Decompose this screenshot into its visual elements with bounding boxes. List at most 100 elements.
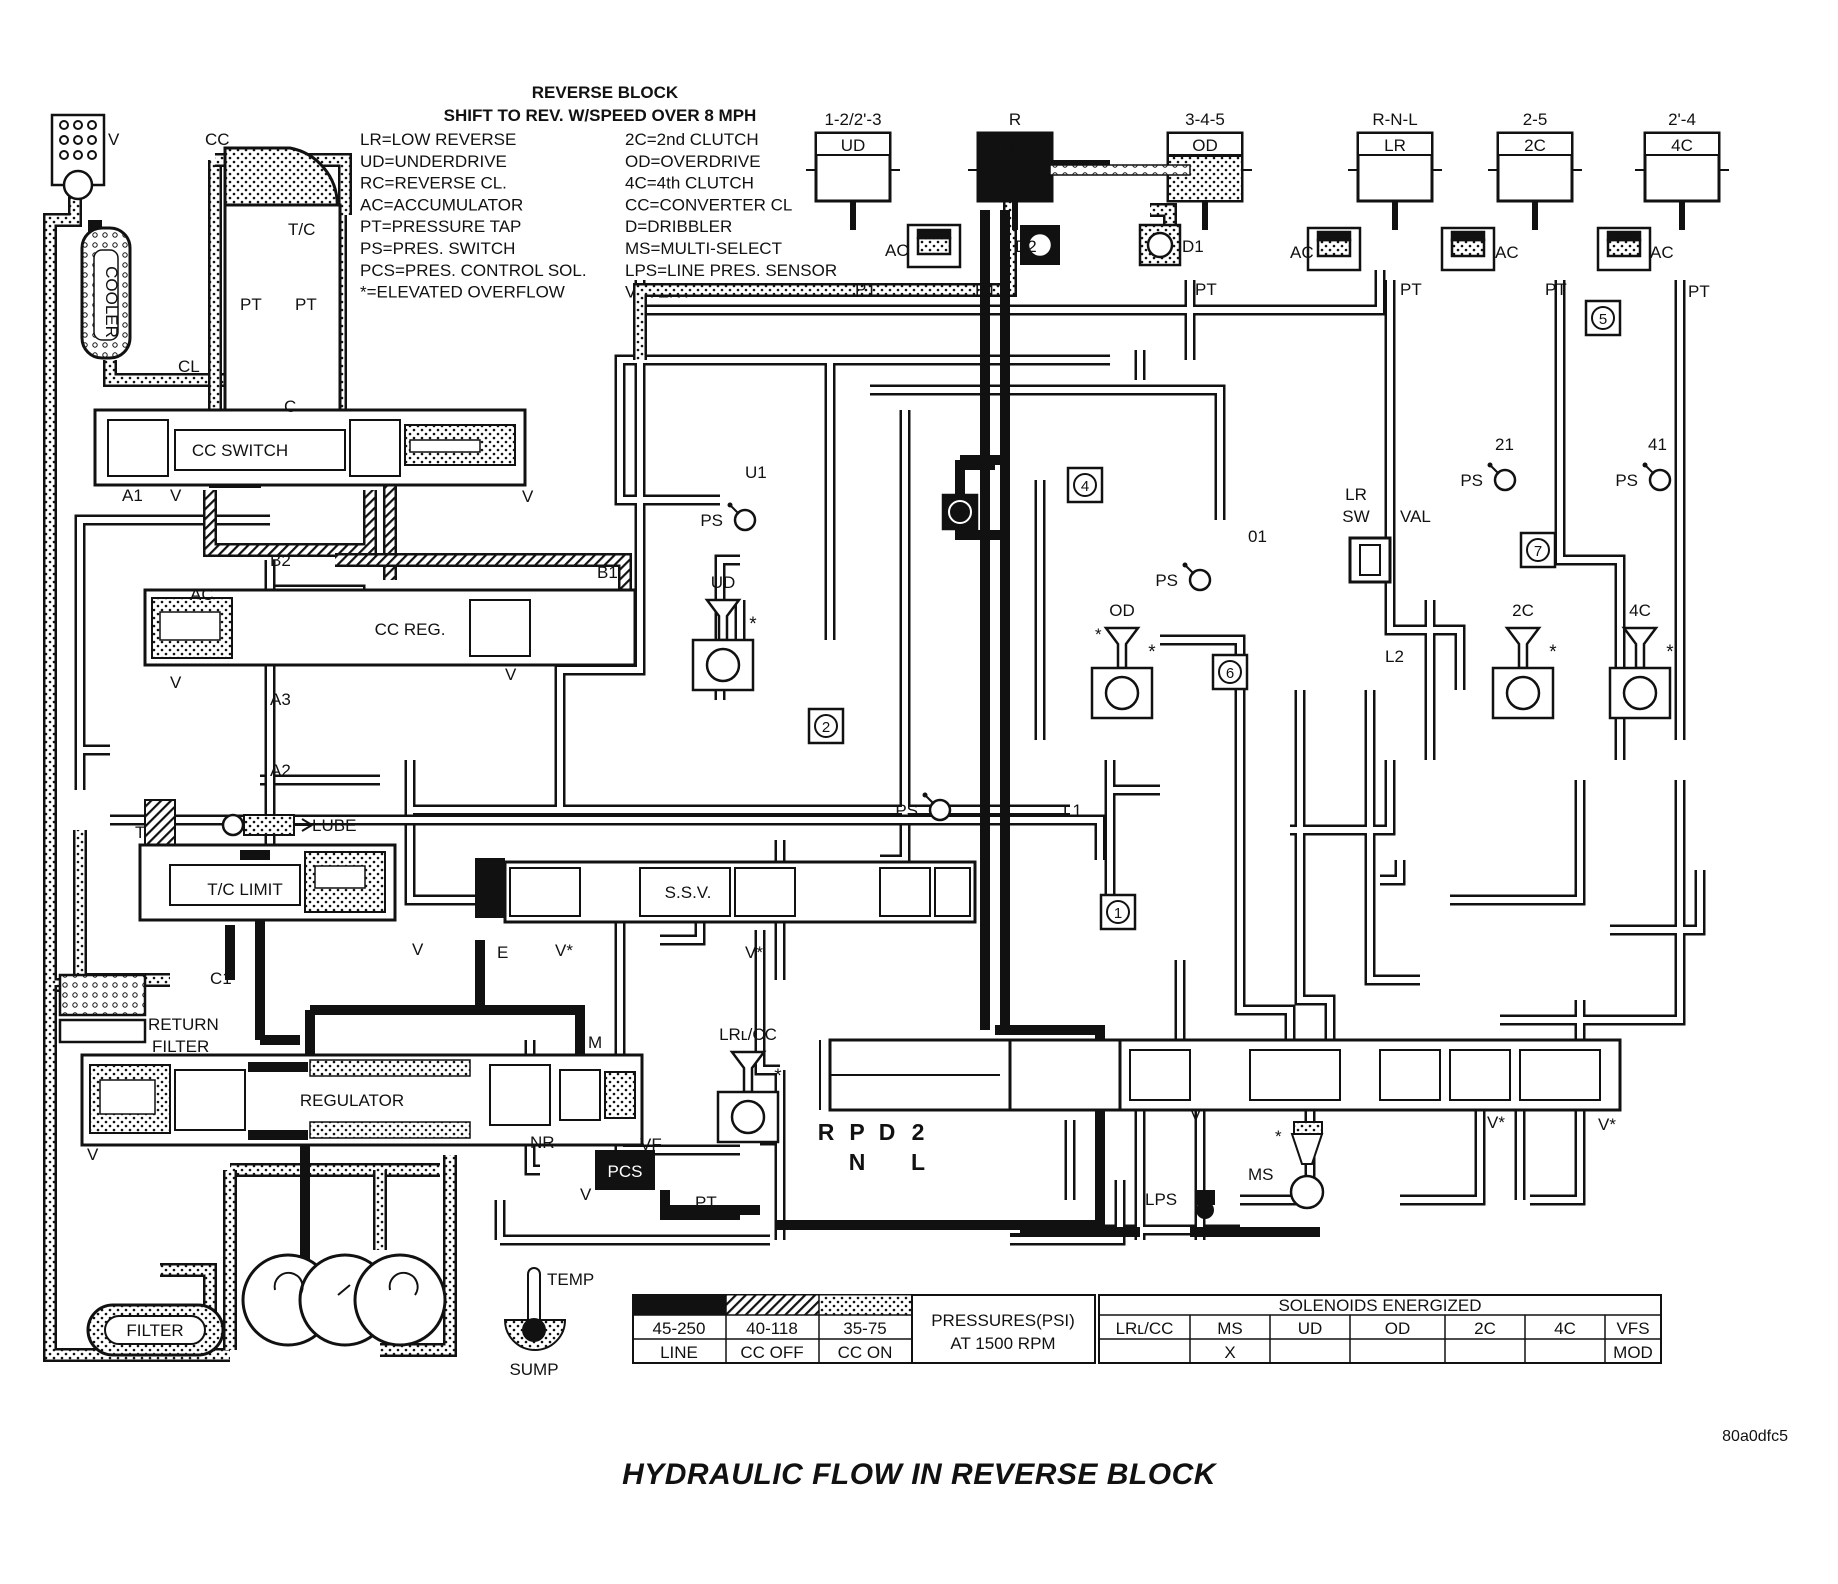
abbreviation-item: 2C=2nd CLUTCH bbox=[625, 130, 759, 149]
pressure-name: LINE bbox=[660, 1343, 698, 1362]
legend-subtitle: SHIFT TO REV. W/SPEED OVER 8 MPH bbox=[444, 106, 757, 125]
overflow-star: * bbox=[1666, 642, 1674, 663]
solenoid-column: 4C bbox=[1554, 1319, 1576, 1338]
figure-caption: HYDRAULIC FLOW IN REVERSE BLOCK bbox=[622, 1458, 1216, 1491]
abbreviation-item: PS=PRES. SWITCH bbox=[360, 239, 515, 258]
return-filter-label-1: RETURN bbox=[148, 1015, 219, 1034]
vent-star-label: V* bbox=[745, 943, 763, 962]
l2-label: L2 bbox=[1385, 647, 1404, 666]
solenoid-column: VFS bbox=[1616, 1319, 1649, 1338]
checkball-4: 4 bbox=[1066, 466, 1104, 504]
shift-position-L: L bbox=[911, 1149, 925, 1175]
clutch-shift-label: 3-4-5 bbox=[1185, 110, 1225, 129]
b2-label: B2 bbox=[270, 551, 291, 570]
c-label: C bbox=[284, 397, 296, 416]
rc-od-link bbox=[1049, 164, 1191, 176]
oil-filter: FILTER bbox=[86, 1303, 225, 1357]
ssv-label: S.S.V. bbox=[665, 883, 712, 902]
accumulator-4c bbox=[1596, 226, 1652, 272]
01-label: 01 bbox=[1248, 527, 1267, 546]
cc-label: CC bbox=[205, 130, 230, 149]
solenoid-valve-label: 2C bbox=[1512, 601, 1534, 620]
abbreviation-item: LPS=LINE PRES. SENSOR bbox=[625, 261, 837, 280]
a1-label: A1 bbox=[122, 486, 143, 505]
solenoid-valves: UD*OD*2C*4C*LRʟ/CC* bbox=[691, 573, 1674, 1144]
abbreviation-item: OD=OVERDRIVE bbox=[625, 152, 761, 171]
vent-label: V bbox=[87, 1145, 99, 1164]
checkball-3: 3 bbox=[941, 493, 979, 531]
pressure-switch-icon: PS bbox=[895, 792, 952, 822]
legend-title: REVERSE BLOCK bbox=[532, 83, 679, 102]
solenoid-value: MOD bbox=[1613, 1343, 1653, 1362]
d2-label: D2 bbox=[1015, 237, 1037, 256]
pt-label: PT bbox=[1545, 280, 1567, 299]
regulator-label: REGULATOR bbox=[300, 1091, 404, 1110]
pt-label: PT bbox=[975, 280, 997, 299]
accumulator-ud bbox=[906, 223, 962, 269]
pressure-switch-icon: PS bbox=[1155, 562, 1212, 592]
shift-position-P: P bbox=[849, 1119, 864, 1145]
solenoid-valve-od: OD* bbox=[1090, 601, 1156, 720]
checkball-number: 1 bbox=[1114, 905, 1122, 922]
clutch-4c: 2'-44C bbox=[1635, 110, 1729, 230]
overflow-star: * bbox=[1549, 642, 1557, 663]
t-label: T bbox=[135, 823, 145, 842]
abbreviation-item: PCS=PRES. CONTROL SOL. bbox=[360, 261, 587, 280]
pt-label: PT bbox=[240, 295, 262, 314]
abbreviation-item: 4C=4th CLUTCH bbox=[625, 174, 754, 193]
checkball-number: 6 bbox=[1226, 665, 1234, 682]
sump-label: SUMP bbox=[509, 1360, 558, 1379]
vf-label: VF bbox=[640, 1135, 662, 1154]
abbreviation-item: CC=CONVERTER CL bbox=[625, 195, 792, 214]
lube-check: LUBE bbox=[221, 813, 356, 837]
accumulator-od bbox=[1306, 226, 1362, 272]
cc-reg-label: CC REG. bbox=[375, 620, 446, 639]
pt-label: PT bbox=[1688, 282, 1710, 301]
checkball-number: 4 bbox=[1081, 478, 1089, 495]
clutch-name: LR bbox=[1384, 136, 1406, 155]
abbreviation-item: UD=UNDERDRIVE bbox=[360, 152, 507, 171]
pcs-solenoid: PCS bbox=[595, 1150, 655, 1190]
lube-label: LUBE bbox=[312, 816, 356, 835]
pressure-note-1: PRESSURES(PSI) bbox=[931, 1311, 1075, 1330]
solenoid-valve-label: 4C bbox=[1629, 601, 1651, 620]
abbreviation-item: RC=REVERSE CL. bbox=[360, 174, 507, 193]
clutch-name: 2C bbox=[1524, 136, 1546, 155]
pt-label: PT bbox=[855, 280, 877, 299]
filter-label: FILTER bbox=[126, 1321, 183, 1340]
ac-label: AC bbox=[190, 585, 214, 604]
pressure-range: 35-75 bbox=[843, 1319, 886, 1338]
solenoid-column: MS bbox=[1217, 1319, 1243, 1338]
solenoid-value: X bbox=[1224, 1343, 1235, 1362]
return-filter-label-2: FILTER bbox=[152, 1037, 209, 1056]
e-label: E bbox=[497, 943, 508, 962]
clutch-lr: R-N-LLR bbox=[1348, 110, 1442, 230]
regulator-valve: REGULATOR bbox=[80, 1053, 644, 1147]
swatch-cc-on bbox=[818, 1294, 913, 1316]
lr-sw-label-1: LR bbox=[1345, 485, 1367, 504]
solenoid-column: LRʟ/CC bbox=[1116, 1319, 1174, 1338]
vent-label: V bbox=[108, 130, 120, 149]
checkball-6: 6 bbox=[1211, 653, 1249, 691]
ac-label: AC bbox=[1650, 243, 1674, 262]
nr-label: NR bbox=[530, 1133, 555, 1152]
accumulators bbox=[906, 223, 1652, 272]
ac-label: AC bbox=[885, 241, 909, 260]
vent-label: V bbox=[170, 486, 182, 505]
torque-converter: T/C CC bbox=[205, 130, 342, 417]
abbreviation-item: AC=ACCUMULATOR bbox=[360, 195, 523, 214]
reference-code: 80a0dfc5 bbox=[1722, 1428, 1788, 1445]
pt-label: PT bbox=[1400, 280, 1422, 299]
pressure-name: CC OFF bbox=[740, 1343, 803, 1362]
ac-label: AC bbox=[1290, 243, 1314, 262]
return-filter: RETURN FILTER bbox=[58, 973, 219, 1056]
lps-label: LPS bbox=[1145, 1190, 1177, 1209]
a3-label: A3 bbox=[270, 690, 291, 709]
cl-label: CL bbox=[178, 357, 200, 376]
ps-label: PS bbox=[895, 801, 918, 820]
a2-label: A2 bbox=[270, 761, 291, 780]
cooler: COOLER bbox=[80, 226, 132, 360]
